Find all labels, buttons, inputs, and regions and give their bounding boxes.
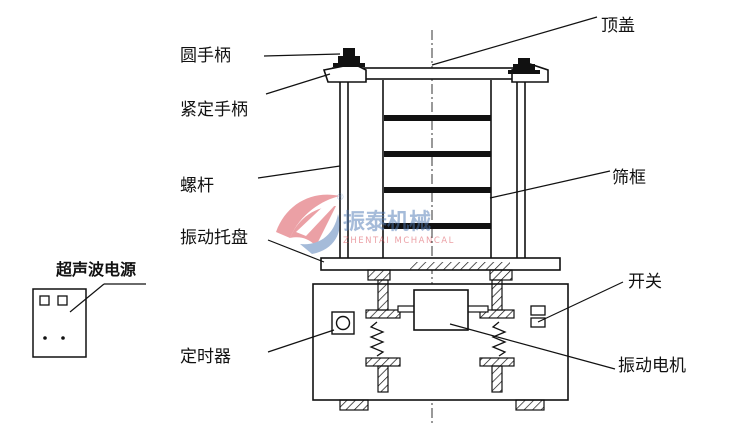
label-round-handle: 圆手柄: [180, 46, 231, 66]
left-screw-rod: [339, 82, 349, 258]
zhentai-logo-mark: [276, 194, 340, 254]
watermark-registered-mark: ®: [336, 193, 346, 203]
label-timer: 定时器: [180, 347, 231, 367]
label-vibration-tray: 振动托盘: [180, 228, 248, 248]
left-round-handle: [333, 48, 365, 67]
label-vibration-motor: 振动电机: [618, 356, 686, 376]
label-switch: 开关: [628, 272, 662, 292]
label-sieve-frame: 筛框: [612, 168, 646, 188]
watermark-brand-cn: 振泰机械: [343, 210, 431, 235]
leader-top-cover: [431, 16, 598, 66]
right-spring-post: [479, 279, 515, 393]
leader-lines: [69, 16, 624, 370]
zhentai-watermark: ® 振泰机械 ZHENTAI MCHANCAL: [276, 193, 455, 254]
right-upper-support: [489, 269, 513, 281]
left-spring-post: [365, 279, 401, 393]
leader-timer: [267, 329, 335, 353]
label-ultrasonic-power: 超声波电源: [55, 260, 136, 279]
timer-knob: [331, 311, 355, 335]
leader-vibration-motor: [449, 323, 616, 370]
tray-hatched-section: [410, 262, 510, 270]
label-screw-rod: 螺杆: [180, 176, 214, 196]
leader-tightening-handle: [265, 73, 331, 95]
label-tightening-handle: 紧定手柄: [180, 100, 248, 120]
label-top-cover: 顶盖: [601, 16, 635, 36]
right-round-handle: [508, 58, 540, 74]
right-screw-rod: [516, 82, 526, 258]
leader-sieve-frame: [489, 170, 611, 199]
leader-round-handle: [263, 53, 341, 57]
sieve-frame-stack: [382, 80, 492, 258]
left-upper-support: [367, 269, 391, 281]
leader-switch: [537, 281, 624, 323]
leader-vibration-tray: [267, 239, 325, 263]
right-foot: [515, 399, 545, 411]
power-switch: [530, 305, 546, 328]
watermark-brand-en: ZHENTAI MCHANCAL: [343, 236, 455, 246]
leader-screw-rod: [257, 165, 341, 179]
ultrasonic-power-box: [32, 288, 87, 358]
leader-ultrasonic: [69, 283, 105, 313]
left-foot: [339, 399, 369, 411]
vibration-motor-body: [413, 289, 469, 331]
